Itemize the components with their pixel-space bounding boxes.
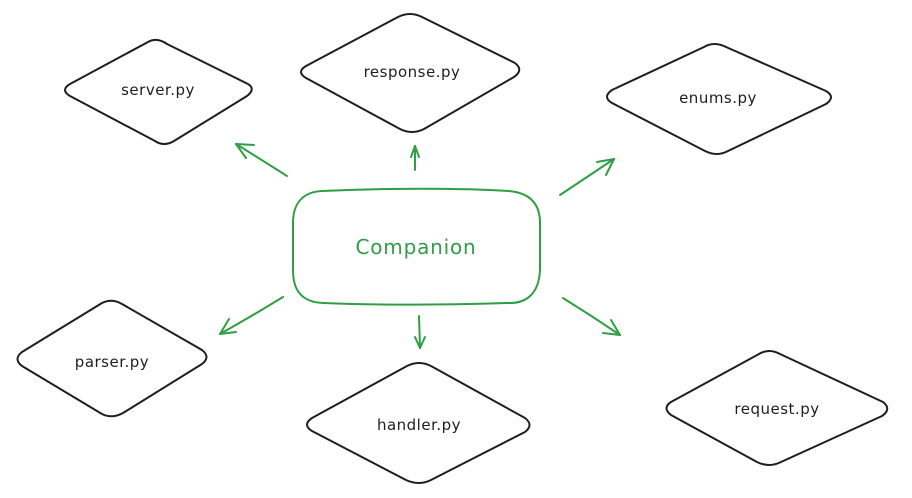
handler-diamond (306, 362, 531, 484)
parser-diamond (16, 299, 208, 418)
server-diamond (64, 38, 253, 145)
handler-node[interactable]: handler.py (306, 362, 531, 484)
handler-label: handler.py (377, 416, 461, 434)
enums-diamond (606, 43, 832, 155)
arrow-to-enums (559, 158, 615, 196)
companion-box (292, 187, 541, 306)
enums-node[interactable]: enums.py (606, 43, 832, 155)
response-label: response.py (364, 63, 461, 81)
request-label: request.py (734, 400, 819, 418)
server-label: server.py (121, 81, 195, 99)
request-diamond (665, 350, 889, 466)
parser-label: parser.py (75, 353, 149, 371)
arrow-to-server (235, 143, 288, 177)
arrow-to-response (410, 145, 420, 171)
arrow-to-request (562, 297, 621, 336)
request-node[interactable]: request.py (665, 350, 889, 466)
companion-label: Companion (356, 235, 477, 259)
response-node[interactable]: response.py (300, 13, 521, 133)
arrow-to-handler (414, 315, 426, 349)
arrow-to-parser (219, 296, 284, 335)
enums-label: enums.py (679, 89, 757, 107)
parser-node[interactable]: parser.py (16, 299, 208, 418)
companion-node[interactable]: Companion (292, 187, 541, 306)
server-node[interactable]: server.py (64, 38, 253, 145)
response-diamond (300, 13, 521, 133)
